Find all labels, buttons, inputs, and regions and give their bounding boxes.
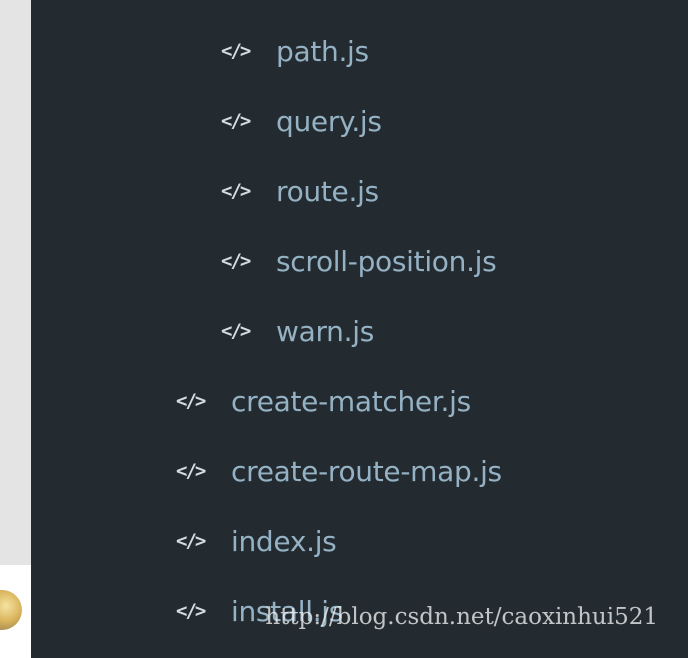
code-file-icon: </> <box>176 390 206 412</box>
file-item-label: install.js <box>231 594 344 628</box>
file-item-label: warn.js <box>276 314 374 348</box>
file-item-label: query.js <box>276 104 382 138</box>
file-item-create-matcher-js[interactable]: </> create-matcher.js <box>176 381 471 421</box>
file-item-scroll-position-js[interactable]: </> scroll-position.js <box>221 241 497 281</box>
code-file-icon: </> <box>221 110 251 132</box>
file-item-warn-js[interactable]: </> warn.js <box>221 311 374 351</box>
file-item-label: create-route-map.js <box>231 454 502 488</box>
file-item-index-js[interactable]: </> index.js <box>176 521 337 561</box>
file-item-label: scroll-position.js <box>276 244 497 278</box>
file-tree-panel: </> path.js </> query.js </> route.js </… <box>31 0 688 658</box>
file-item-create-route-map-js[interactable]: </> create-route-map.js <box>176 451 502 491</box>
code-file-icon: </> <box>221 40 251 62</box>
code-file-icon: </> <box>221 180 251 202</box>
file-item-label: create-matcher.js <box>231 384 471 418</box>
file-item-label: path.js <box>276 34 369 68</box>
code-file-icon: </> <box>176 530 206 552</box>
left-gutter <box>0 0 31 565</box>
file-item-path-js[interactable]: </> path.js <box>221 31 369 71</box>
file-item-route-js[interactable]: </> route.js <box>221 171 379 211</box>
file-item-label: index.js <box>231 524 337 558</box>
avatar <box>0 590 22 630</box>
file-item-label: route.js <box>276 174 379 208</box>
file-item-install-js[interactable]: </> install.js <box>176 591 343 631</box>
code-file-icon: </> <box>221 320 251 342</box>
file-item-query-js[interactable]: </> query.js <box>221 101 382 141</box>
code-file-icon: </> <box>176 460 206 482</box>
code-file-icon: </> <box>176 600 206 622</box>
code-file-icon: </> <box>221 250 251 272</box>
